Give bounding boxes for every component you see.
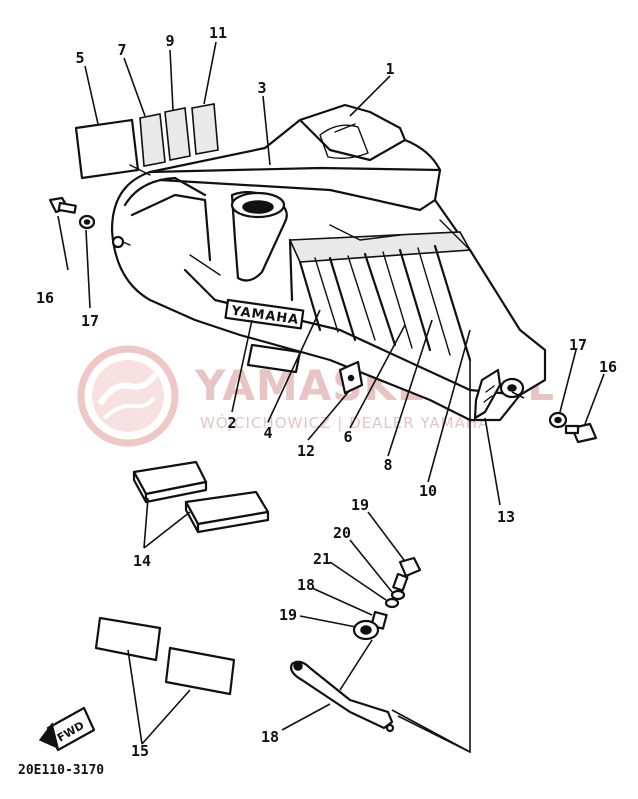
callout-6: 6	[343, 428, 352, 446]
callout-1: 1	[385, 60, 394, 78]
pads-14-drawing	[132, 460, 270, 534]
callout-12: 12	[297, 442, 315, 460]
callout-19: 19	[279, 606, 297, 624]
callout-9: 9	[165, 32, 174, 50]
watermark-logo-icon	[77, 345, 179, 447]
hardware-stack-drawing	[290, 556, 422, 733]
panel-strips-drawing	[74, 103, 219, 180]
callout-15: 15	[131, 742, 149, 760]
callout-4: 4	[263, 424, 272, 442]
callout-16-right: 16	[599, 358, 617, 376]
diagram-code: 20E110-3170	[18, 763, 104, 778]
fwd-direction-arrow-icon: FWD	[38, 706, 96, 752]
callout-18: 18	[261, 728, 279, 746]
callout-17-right: 17	[569, 336, 587, 354]
pads-15-drawing	[94, 616, 236, 696]
callout-11: 11	[209, 24, 227, 42]
watermark-subtitle: WÓJCICHOWICZ | DEALER YAMAHA	[200, 413, 489, 432]
callout-20: 18	[297, 576, 315, 594]
callout-5: 5	[75, 49, 84, 67]
callout-7: 7	[117, 41, 126, 59]
callout-14: 14	[133, 552, 151, 570]
right-bolt-washer-drawing	[548, 411, 598, 444]
callout-numbers: 1 3 5 7 9 11 16 17 2 4 12 6 8 10 13 17 1…	[36, 24, 617, 760]
callout-16-left: 16	[36, 289, 54, 307]
leader-lines	[57, 41, 605, 754]
callout-8: 8	[383, 456, 392, 474]
callout-13: 13	[497, 508, 515, 526]
cowling-assembly-drawing: YAMAHA	[110, 103, 547, 422]
left-bolt-washer-drawing	[48, 196, 96, 230]
callout-2: 2	[227, 414, 236, 432]
callout-3: 3	[257, 79, 266, 97]
callout-10: 10	[419, 482, 437, 500]
callout-21: 19	[351, 496, 369, 514]
callout-23: 21	[313, 550, 331, 568]
callout-17-left: 17	[81, 312, 99, 330]
callout-22: 20	[333, 524, 351, 542]
